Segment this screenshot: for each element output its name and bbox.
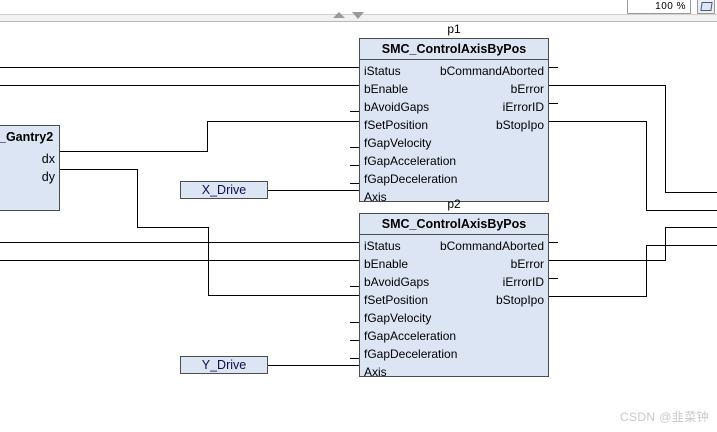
wire-p2-berror-v[interactable] [665, 227, 666, 261]
pin-out-p1-ierrorid[interactable]: iErrorID [502, 100, 544, 114]
wire-p2-berror-h1[interactable] [549, 260, 666, 261]
pin-in-p2-fgapacceleration[interactable]: fGapAcceleration [364, 329, 457, 343]
wire-dx-seg-h1[interactable] [60, 151, 208, 152]
pin-in-p2-fsetposition[interactable]: fSetPosition [364, 293, 429, 307]
pin-stub-p2-fgapacceleration [350, 340, 359, 341]
zoom-level-value: 100 % [655, 1, 686, 12]
wire-p1-bstopipo-h1[interactable] [549, 121, 647, 122]
wire-p2-berror-h2[interactable] [665, 227, 717, 228]
csdn-watermark: CSDN @韭菜钟 [619, 410, 709, 424]
pin-in-p2-bavoidgaps[interactable]: bAvoidGaps [364, 275, 430, 289]
pin-in-p1-fsetposition[interactable]: fSetPosition [364, 118, 429, 132]
pin-out-p2-bstopipo[interactable]: bStopIpo [495, 293, 544, 307]
gantry-output-pin-dy[interactable]: dy [41, 170, 55, 184]
pin-in-p1-bavoidgaps[interactable]: bAvoidGaps [364, 100, 430, 114]
pin-stub-p1-fgapdeceleration [350, 183, 359, 184]
wire-dy-seg-v1[interactable] [137, 169, 138, 228]
pin-out-p1-bcommandaborted[interactable]: bCommandAborted [439, 64, 544, 78]
pin-in-p1-fgapvelocity[interactable]: fGapVelocity [364, 136, 432, 150]
block-instance-label-p1: p1 [447, 22, 461, 36]
pin-out-p2-berror[interactable]: bError [510, 257, 544, 271]
pin-in-p1-axis[interactable]: Axis [364, 190, 387, 204]
scroll-arrow-group[interactable] [330, 8, 370, 22]
editor-top-chrome: 100 % [0, 0, 717, 22]
wire-dx-seg-v[interactable] [207, 121, 208, 152]
pin-in-p1-benable[interactable]: bEnable [364, 82, 409, 96]
zoom-level-display[interactable]: 100 % [627, 0, 691, 14]
wire-p1-bstopipo-h2[interactable] [646, 210, 717, 211]
pin-stub-p1-bavoidgaps [350, 111, 359, 112]
pin-stub-p2-bcommandaborted [549, 242, 558, 243]
pin-in-p2-fgapvelocity[interactable]: fGapVelocity [364, 311, 432, 325]
pin-out-p1-berror[interactable]: bError [510, 82, 544, 96]
pin-out-p1-bstopipo[interactable]: bStopIpo [495, 118, 544, 132]
combo-dropdown-icon [700, 2, 713, 11]
wire-p2-bstopipo-h2[interactable] [646, 245, 717, 246]
pin-in-p2-axis[interactable]: Axis [364, 365, 387, 379]
wire-xdrive-axis[interactable] [268, 190, 359, 191]
pin-in-p2-benable[interactable]: bEnable [364, 257, 409, 271]
pin-in-p1-istatus[interactable]: iStatus [364, 64, 401, 78]
gantry-output-pin-dx[interactable]: dx [41, 152, 55, 166]
pin-stub-p2-fgapdeceleration [350, 358, 359, 359]
wire-dy-seg-h1[interactable] [60, 169, 138, 170]
pin-stub-p2-fgapvelocity [350, 322, 359, 323]
pin-in-p1-fgapacceleration[interactable]: fGapAcceleration [364, 154, 457, 168]
block-type-label-p2: SMC_ControlAxisByPos [360, 214, 548, 235]
pin-stub-p1-ierrorid [549, 103, 558, 104]
wire-p1-berror-v[interactable] [665, 85, 666, 193]
zoom-dropdown-button[interactable] [697, 0, 715, 14]
wire-p1-bstopipo-v[interactable] [646, 121, 647, 211]
fbd-diagram-canvas[interactable]: _Gantry2 dx dy p1 SMC_ControlAxisByPos i… [0, 22, 717, 432]
wire-p1-berror-h2[interactable] [665, 192, 717, 193]
wire-p2-bstopipo-v[interactable] [646, 245, 647, 297]
pin-in-p2-istatus[interactable]: iStatus [364, 239, 401, 253]
pin-stub-p1-fgapacceleration [350, 165, 359, 166]
wire-p2-bstopipo-h1[interactable] [549, 296, 647, 297]
pin-stub-p1-fgapvelocity [350, 147, 359, 148]
block-instance-label-p2: p2 [447, 197, 461, 211]
block-type-label-p1: SMC_ControlAxisByPos [360, 39, 548, 60]
wire-p1-istatus[interactable] [0, 67, 359, 68]
wire-dy-seg-h3[interactable] [208, 295, 359, 296]
function-block-gantry2[interactable]: _Gantry2 dx dy [0, 125, 60, 211]
wire-dy-seg-h2[interactable] [137, 227, 209, 228]
function-block-p1[interactable]: SMC_ControlAxisByPos iStatus bEnable bAv… [359, 38, 549, 204]
gantry-block-title: _Gantry2 [0, 130, 54, 144]
variable-label-x-drive: X_Drive [201, 183, 247, 197]
function-block-p2[interactable]: SMC_ControlAxisByPos iStatus bEnable bAv… [359, 213, 549, 379]
wire-dx-seg-h2[interactable] [207, 121, 359, 122]
pin-stub-p2-bavoidgaps [350, 286, 359, 287]
wire-p1-benable[interactable] [0, 85, 359, 86]
pin-out-p2-ierrorid[interactable]: iErrorID [502, 275, 544, 289]
variable-box-y-drive[interactable]: Y_Drive [180, 356, 268, 374]
wire-p2-istatus[interactable] [0, 242, 359, 243]
scroll-down-arrow-icon[interactable] [352, 12, 364, 19]
pin-in-p2-fgapdeceleration[interactable]: fGapDeceleration [364, 347, 458, 361]
pin-stub-p1-bcommandaborted [549, 67, 558, 68]
variable-label-y-drive: Y_Drive [201, 358, 247, 372]
pin-stub-p2-ierrorid [549, 278, 558, 279]
scroll-up-arrow-icon[interactable] [333, 12, 345, 18]
wire-p2-benable[interactable] [0, 260, 359, 261]
pin-out-p2-bcommandaborted[interactable]: bCommandAborted [439, 239, 544, 253]
pin-in-p1-fgapdeceleration[interactable]: fGapDeceleration [364, 172, 458, 186]
variable-box-x-drive[interactable]: X_Drive [180, 181, 268, 199]
wire-p1-berror-h1[interactable] [549, 85, 666, 86]
wire-ydrive-axis[interactable] [268, 365, 359, 366]
wire-dy-seg-v2[interactable] [208, 227, 209, 296]
